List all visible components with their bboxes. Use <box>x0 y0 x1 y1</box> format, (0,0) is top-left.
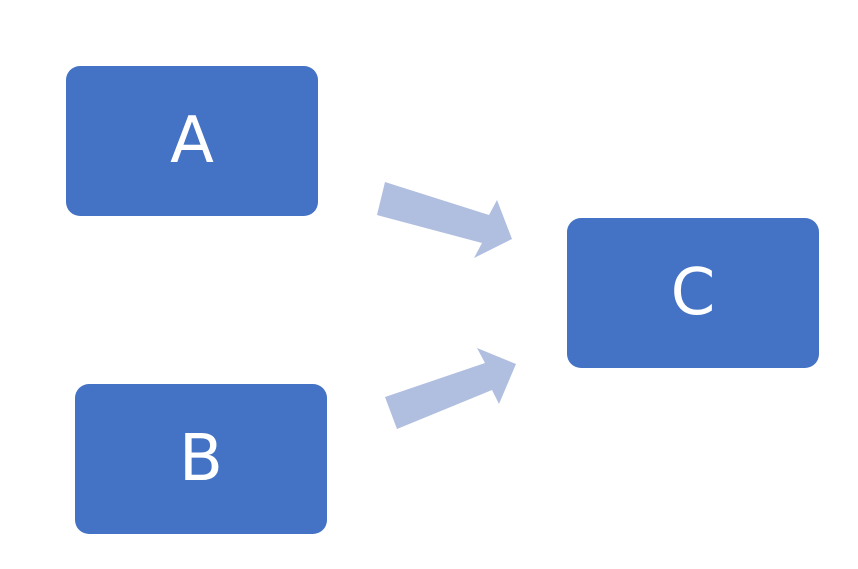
node-a: A <box>66 66 318 216</box>
node-c: C <box>567 218 819 368</box>
arrow-b-to-c <box>385 348 516 429</box>
arrow-a-to-c <box>377 182 512 258</box>
node-c-label: C <box>670 256 716 330</box>
node-b: B <box>75 384 327 534</box>
node-a-label: A <box>170 104 214 178</box>
node-b-label: B <box>179 422 223 496</box>
